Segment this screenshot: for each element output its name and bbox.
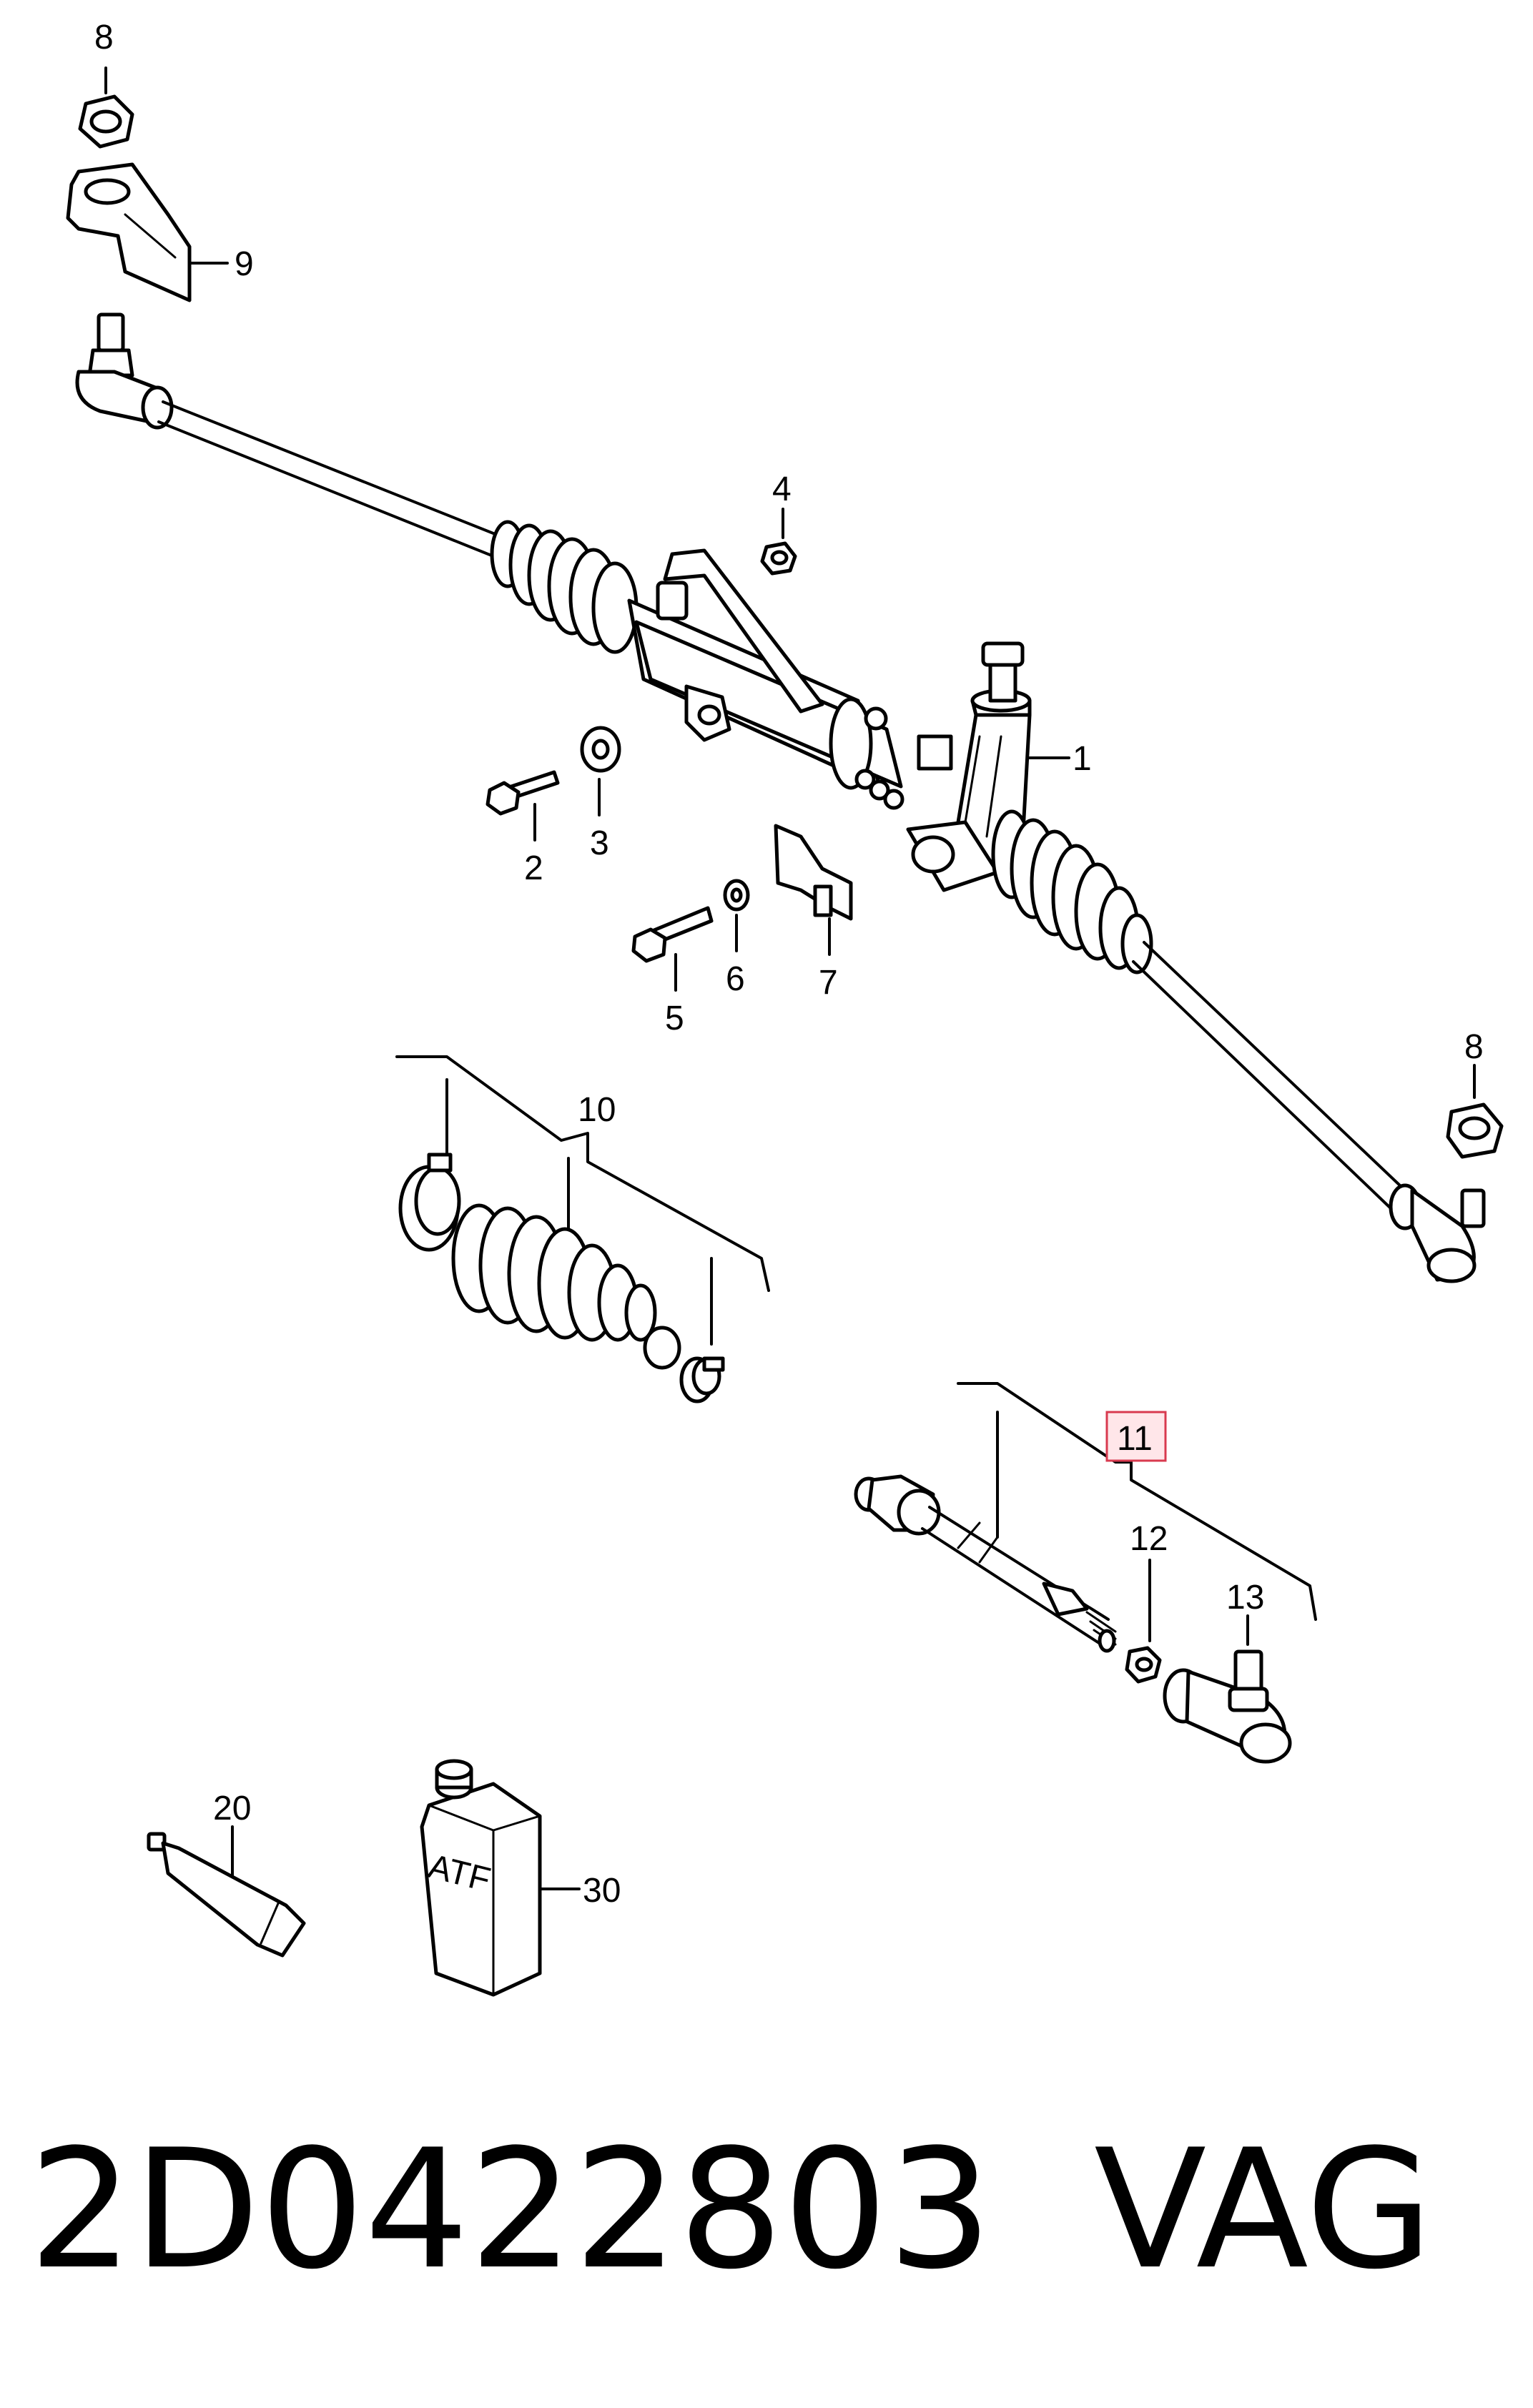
bracket-shield[interactable] [66, 162, 192, 302]
clamp-large[interactable] [398, 1153, 461, 1252]
atf-container[interactable] [420, 1759, 542, 1997]
tie-rod-end-right[interactable] [1389, 1183, 1486, 1283]
callout-12[interactable]: 12 [1130, 1520, 1168, 1558]
boot-kit-bellows[interactable] [451, 1203, 681, 1370]
grease-tube[interactable] [147, 1832, 306, 1958]
callout-11[interactable]: 11 [1117, 1420, 1153, 1458]
callout-20[interactable]: 20 [213, 1790, 251, 1827]
tie-rod-end-left[interactable] [75, 312, 174, 430]
tie-rod-right[interactable] [1132, 941, 1403, 1210]
callout-13[interactable]: 13 [1226, 1579, 1264, 1617]
callout-10[interactable]: 10 [578, 1091, 616, 1129]
callout-8-top[interactable]: 8 [94, 19, 114, 56]
washer-6[interactable] [723, 879, 750, 912]
inner-tie-rod[interactable] [854, 1474, 1117, 1653]
callout-7[interactable]: 7 [819, 964, 838, 1002]
callout-4[interactable]: 4 [772, 470, 792, 508]
washer-3[interactable] [580, 726, 621, 773]
bolt-2[interactable] [485, 770, 560, 816]
nut-right[interactable] [1446, 1102, 1504, 1159]
rack-boot-left[interactable] [490, 520, 639, 654]
rack-boot-right[interactable] [991, 809, 1153, 974]
bracket-clip-7[interactable] [774, 824, 853, 921]
nut-top-left[interactable] [78, 94, 134, 149]
callout-3[interactable]: 3 [590, 824, 609, 862]
callout-2[interactable]: 2 [524, 849, 543, 887]
callout-6[interactable]: 6 [726, 960, 745, 998]
outer-tie-rod-end[interactable] [1163, 1649, 1292, 1764]
nut-12[interactable] [1125, 1646, 1162, 1684]
part-number: 2D0422803 [29, 2115, 992, 2306]
callout-8-right[interactable]: 8 [1464, 1028, 1484, 1066]
callout-30[interactable]: 30 [583, 1872, 621, 1910]
steering-rack-housing[interactable] [627, 548, 1032, 892]
clamp-small[interactable] [679, 1356, 725, 1403]
brand-name: VAG [1094, 2115, 1433, 2306]
group-bracket-11 [957, 1382, 1317, 1621]
callout-9[interactable]: 9 [235, 245, 254, 283]
bolt-5[interactable] [631, 906, 714, 963]
group-bracket-10 [395, 1055, 770, 1346]
highlight-box-11 [1105, 1411, 1167, 1462]
callout-5[interactable]: 5 [665, 1000, 684, 1037]
tie-rod-left[interactable] [157, 400, 502, 561]
nut-4[interactable] [760, 541, 797, 576]
callout-1[interactable]: 1 [1073, 740, 1092, 778]
